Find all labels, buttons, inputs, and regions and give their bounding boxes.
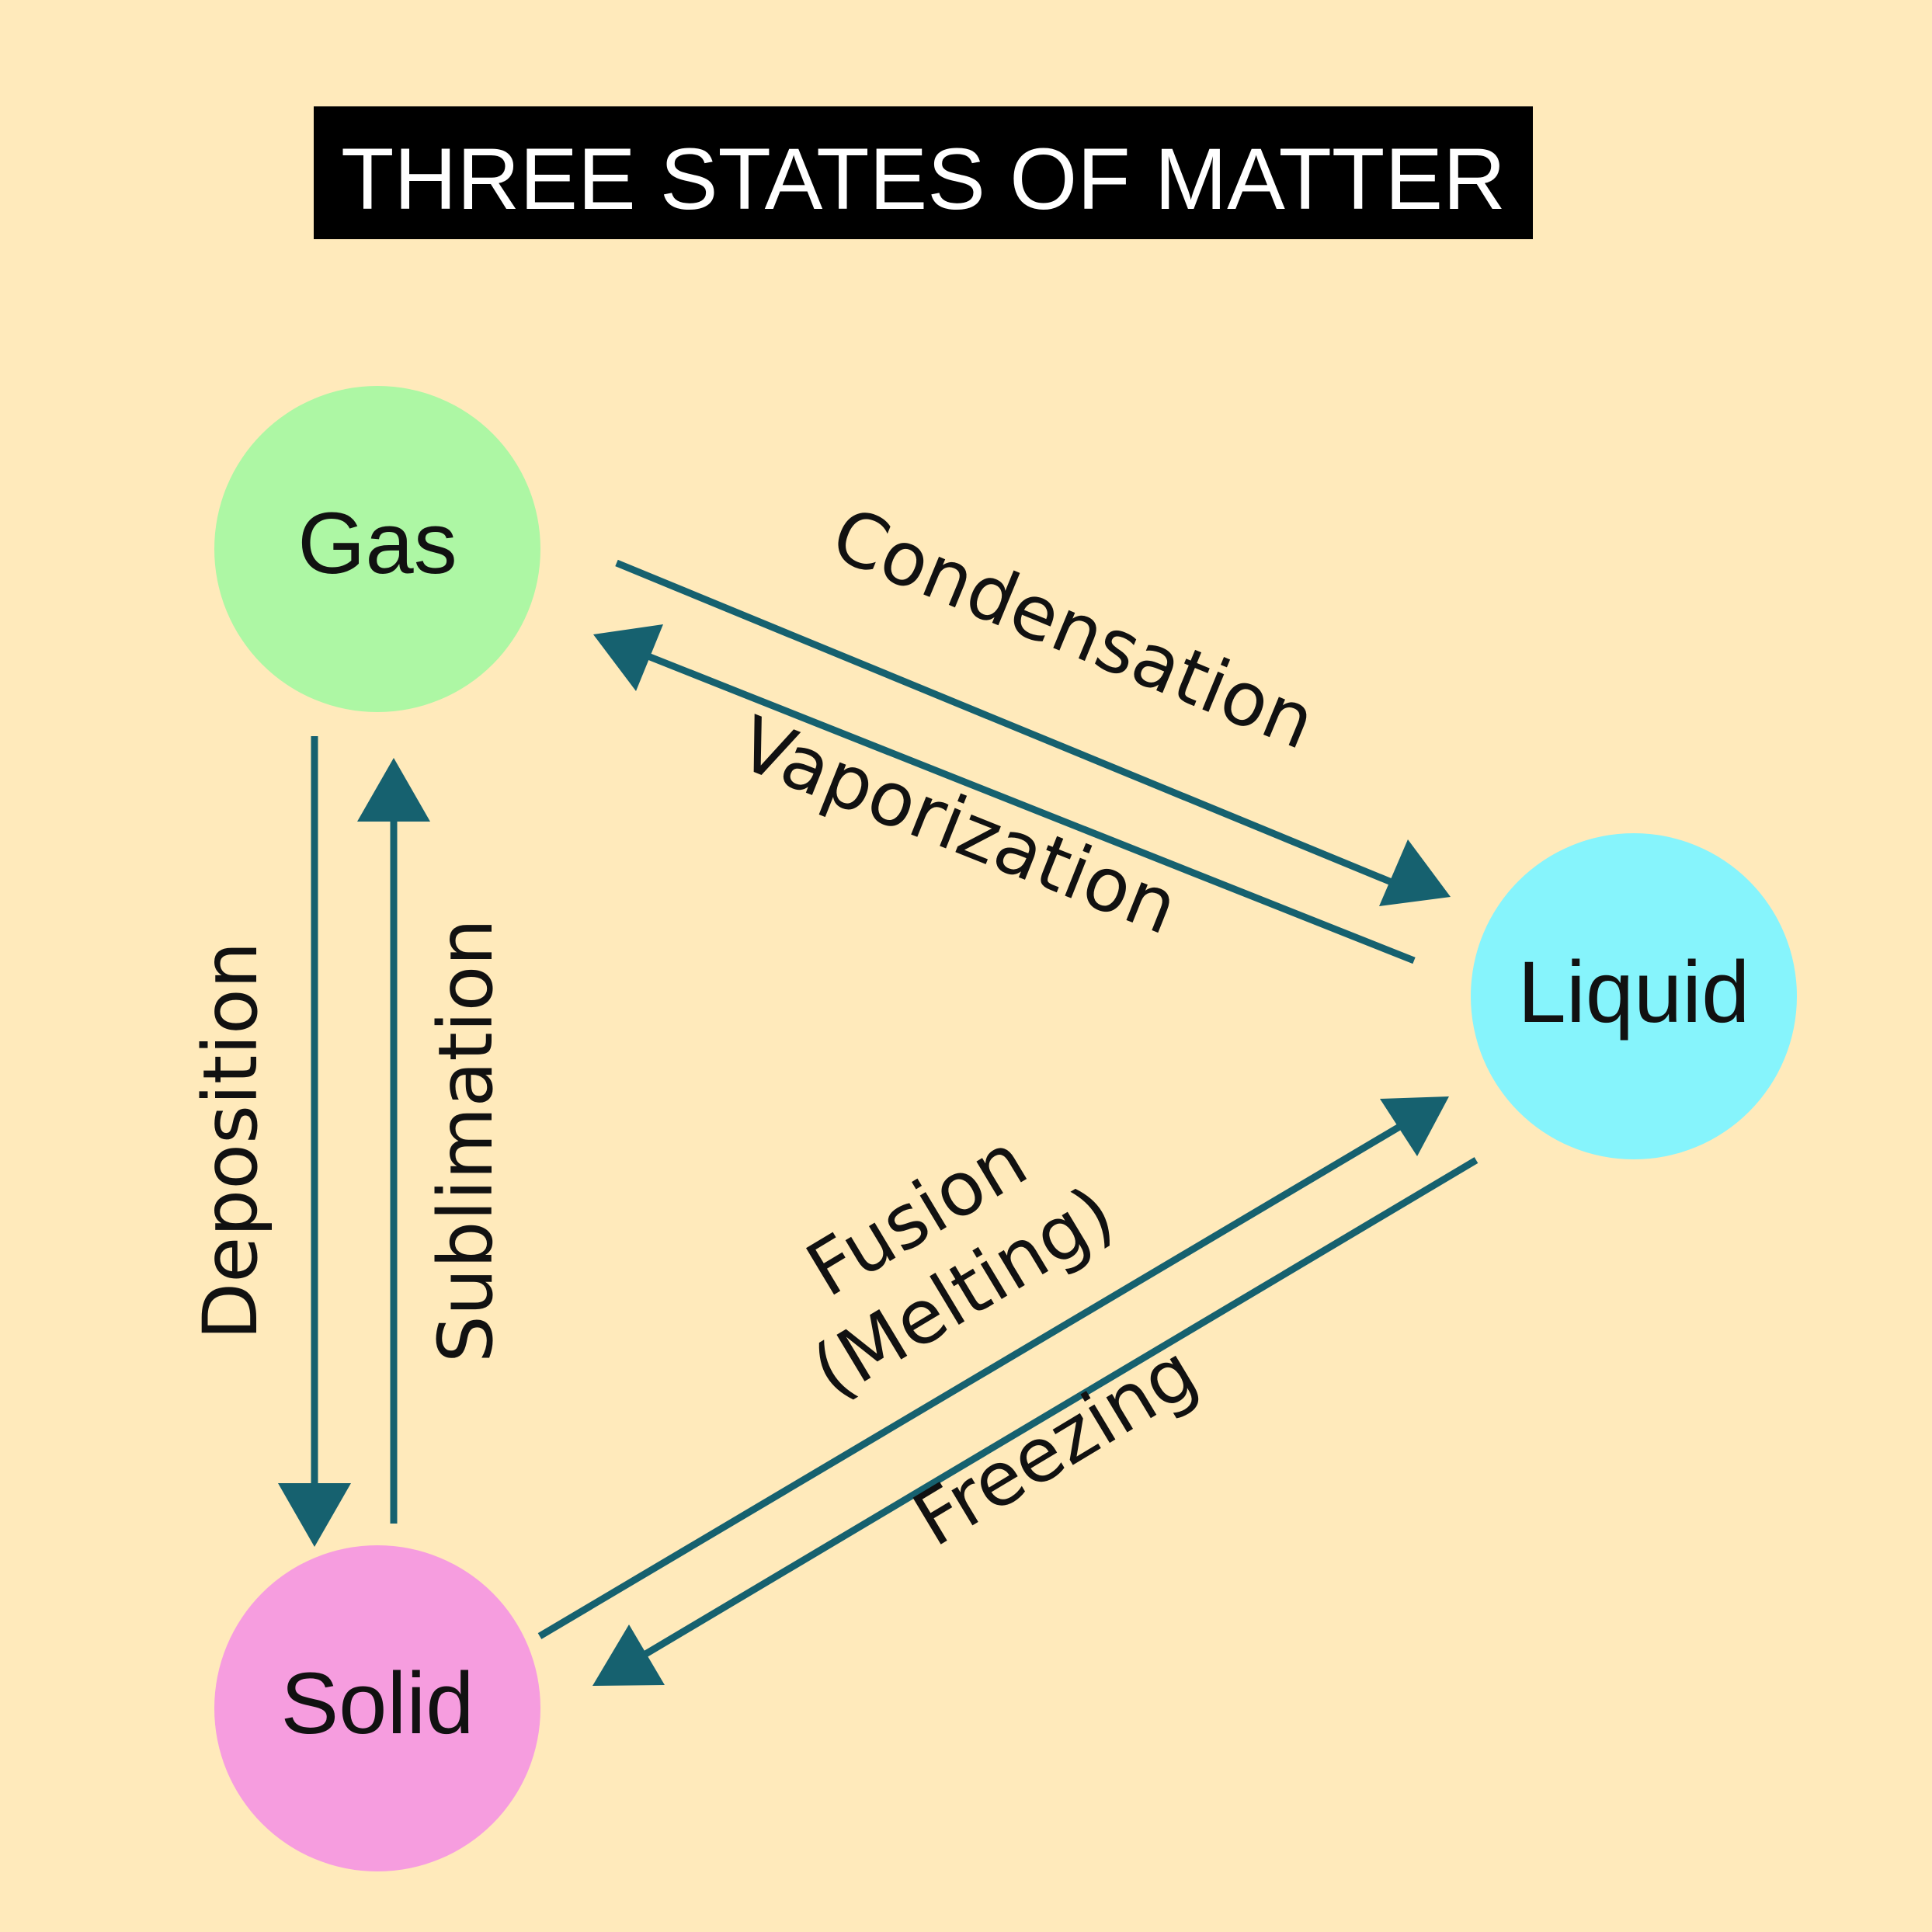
condensation-arrowhead — [1379, 839, 1451, 906]
fusion-arrow — [537, 1096, 1449, 1639]
vaporization-arrowhead — [593, 624, 663, 691]
sublimation-arrowhead — [357, 758, 430, 822]
vaporization-arrow — [593, 624, 1416, 964]
condensation-arrow — [615, 559, 1451, 906]
gas-node: Gas — [214, 386, 540, 712]
solid-circle — [214, 1545, 540, 1871]
vaporization-arrow-line — [645, 652, 1416, 964]
sublimation-label: Sublimation — [422, 919, 509, 1363]
deposition-arrow — [278, 736, 351, 1547]
fusion-arrow-line — [537, 1121, 1407, 1639]
freezing-arrow-line — [641, 1157, 1479, 1659]
deposition-arrowhead — [278, 1483, 351, 1547]
title-block: THREE STATES OF MATTER — [314, 106, 1533, 239]
liquid-node: Liquid — [1471, 833, 1797, 1159]
condensation-arrow-line — [615, 559, 1402, 890]
gas-circle — [214, 386, 540, 712]
liquid-circle — [1471, 833, 1797, 1159]
solid-node: Solid — [214, 1545, 540, 1871]
title-box — [314, 106, 1533, 239]
fusion-arrowhead — [1380, 1096, 1449, 1156]
solid-label: Solid — [280, 1655, 474, 1752]
sublimation-arrow — [357, 758, 430, 1524]
deposition-label: Deposition — [187, 941, 274, 1340]
freezing-arrow — [592, 1157, 1479, 1686]
page-title: THREE STATES OF MATTER — [341, 130, 1506, 228]
liquid-label: Liquid — [1518, 943, 1750, 1041]
freezing-arrowhead — [592, 1624, 665, 1686]
gas-label: Gas — [297, 495, 457, 592]
